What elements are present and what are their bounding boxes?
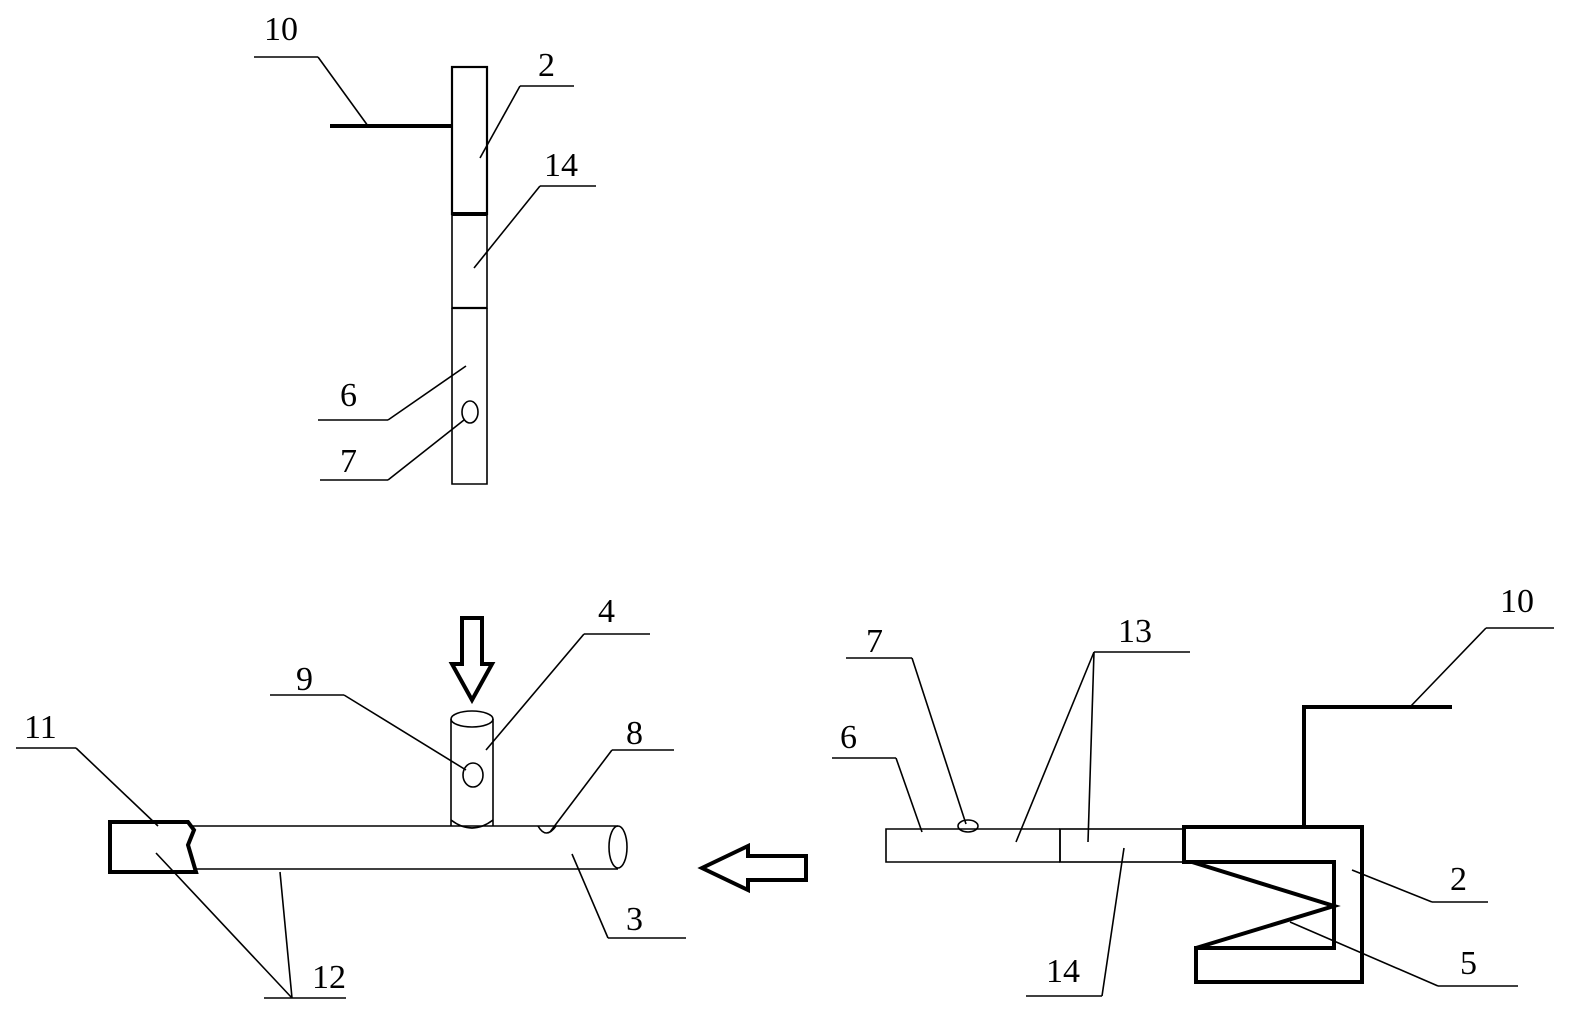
label-2-right: 2 xyxy=(1450,861,1467,898)
label-14: 14 xyxy=(544,147,578,184)
leader-14-right: 14 xyxy=(1026,847,1125,997)
leader-2: 2 xyxy=(479,47,574,159)
top-assembly: 10 2 14 6 7 xyxy=(254,11,596,485)
leader-6: 6 xyxy=(318,365,467,421)
notch-8 xyxy=(537,825,557,834)
leader-7: 7 xyxy=(320,419,465,481)
label-13: 13 xyxy=(1118,613,1152,650)
part-14 xyxy=(451,213,488,309)
move-arrow xyxy=(697,842,808,894)
leader-6-right: 6 xyxy=(832,719,923,833)
label-8: 8 xyxy=(626,715,643,752)
leader-3: 3 xyxy=(571,853,686,939)
label-12: 12 xyxy=(312,959,346,996)
leader-11: 11 xyxy=(16,709,159,827)
leader-5: 5 xyxy=(1289,921,1518,987)
leader-7-right: 7 xyxy=(846,623,967,825)
spring-5 xyxy=(1191,860,1341,950)
rod-10-right xyxy=(1302,705,1452,826)
leader-8: 8 xyxy=(549,715,674,833)
bottom-right-assembly: 10 7 13 6 2 5 xyxy=(832,583,1554,997)
part-6-right xyxy=(885,828,1060,863)
part-6 xyxy=(451,308,488,485)
leader-2-right: 2 xyxy=(1351,861,1488,903)
label-4: 4 xyxy=(598,593,615,630)
label-10: 10 xyxy=(264,11,298,48)
leader-12: 12 xyxy=(155,852,346,999)
label-11: 11 xyxy=(24,709,57,746)
label-6: 6 xyxy=(340,377,357,414)
label-5: 5 xyxy=(1460,945,1477,982)
leader-9: 9 xyxy=(270,661,467,771)
insert-arrow xyxy=(448,616,496,705)
part-2 xyxy=(450,65,489,216)
leader-13: 13 xyxy=(1015,613,1190,843)
label-7: 7 xyxy=(340,443,357,480)
label-3: 3 xyxy=(626,901,643,938)
label-10-right: 10 xyxy=(1500,583,1534,620)
hole-7-right xyxy=(957,819,979,833)
leader-4: 4 xyxy=(485,593,650,751)
hole-9 xyxy=(462,762,484,788)
leader-10-right: 10 xyxy=(1409,583,1554,708)
label-2: 2 xyxy=(538,47,555,84)
label-14-right: 14 xyxy=(1046,953,1080,990)
handle-11 xyxy=(108,820,199,874)
leader-14: 14 xyxy=(473,147,596,269)
bottom-left-assembly: 11 9 4 8 12 3 xyxy=(16,593,686,999)
leader-10: 10 xyxy=(254,11,369,127)
hole-7 xyxy=(461,400,479,424)
label-6-right: 6 xyxy=(840,719,857,756)
label-9: 9 xyxy=(296,661,313,698)
label-7-right: 7 xyxy=(866,623,883,660)
